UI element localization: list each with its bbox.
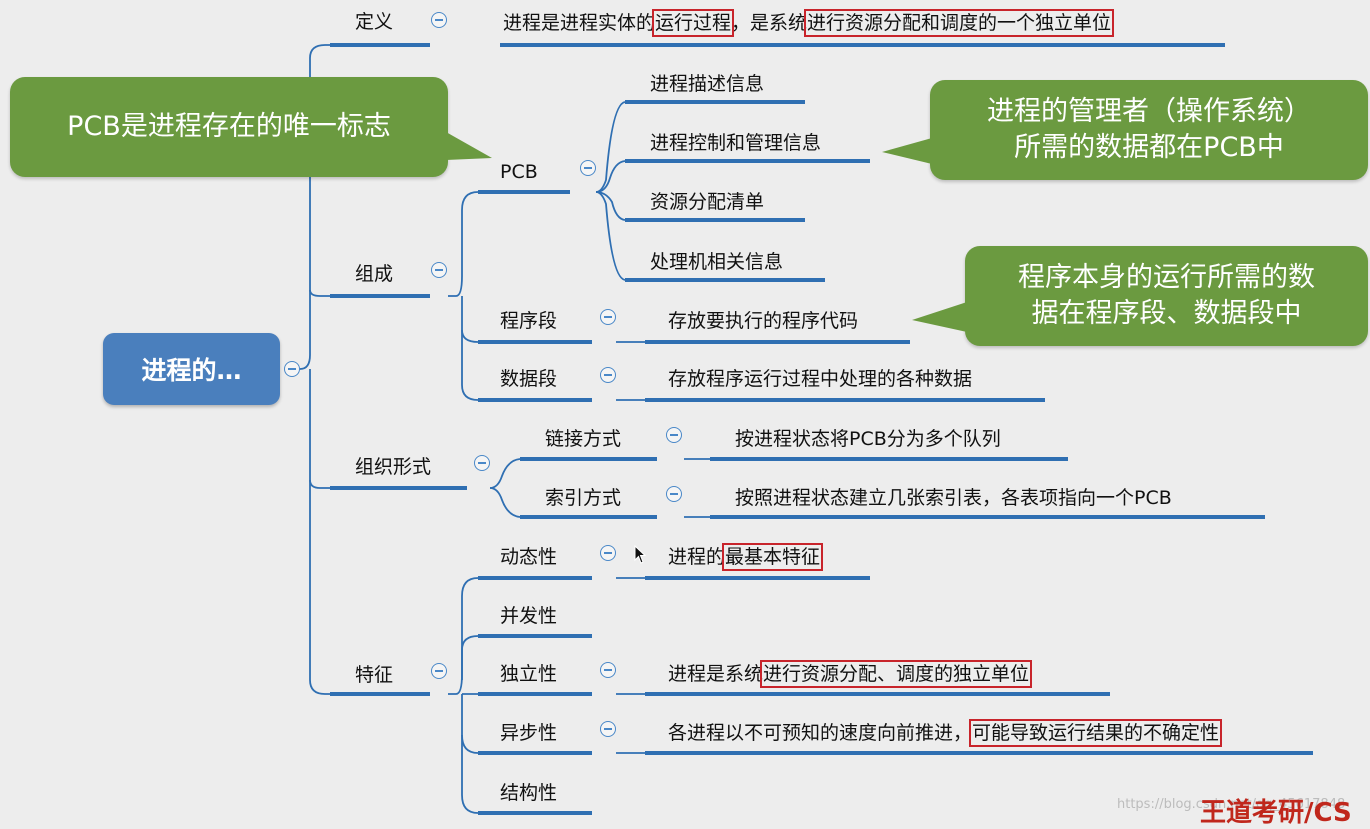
index-method-desc-underline [710,515,1265,519]
callout-program-data-pointer [912,302,967,332]
mouse-cursor-icon [634,545,647,564]
pcb-item-resource-list[interactable]: 资源分配清单 [650,191,765,213]
program-segment-desc[interactable]: 存放要执行的程序代码 [668,310,859,332]
node-composition[interactable]: 组成 [355,263,394,285]
callout-manager-data-line2: 所需的数据都在PCB中 [1014,132,1284,163]
composition-collapse-toggle[interactable] [431,262,447,278]
data-segment-collapse-toggle[interactable] [600,367,616,383]
pcb-item-control-info[interactable]: 进程控制和管理信息 [650,132,822,154]
link-method-desc[interactable]: 按进程状态将PCB分为多个队列 [735,428,1001,450]
definition-text-part1: 进程是进程实体的 [503,12,656,34]
node-composition-underline [330,294,430,298]
node-concurrent-underline [478,634,592,638]
watermark-url: https://blog.csdn.net/qq_45617848 [1117,797,1346,812]
dynamic-collapse-toggle[interactable] [600,545,616,561]
node-structural[interactable]: 结构性 [500,782,558,804]
node-asynchronous-underline [478,751,592,755]
node-organization[interactable]: 组织形式 [355,456,432,478]
link-method-collapse-toggle[interactable] [666,427,682,443]
definition-text-underline [500,43,1225,47]
callout-program-data-line1: 程序本身的运行所需的数 [1018,262,1315,293]
node-features-underline [330,692,430,696]
callout-pcb-unique-pointer [446,132,492,160]
node-features[interactable]: 特征 [355,664,394,686]
independent-desc[interactable]: 进程是系统进行资源分配、调度的独立单位 [668,660,1033,688]
pcb-item-underline [625,218,805,222]
pcb-collapse-toggle[interactable] [580,160,596,176]
features-collapse-toggle[interactable] [431,663,447,679]
node-index-method-underline [520,515,657,519]
definition-collapse-toggle[interactable] [431,12,447,28]
root-label: 进程的… [141,356,242,385]
independent-desc-text: 进程是系统 [668,663,764,685]
callout-pcb-unique-text: PCB是进程存在的唯一标志 [67,111,391,142]
callout-program-data-line2: 据在程序段、数据段中 [1031,298,1302,329]
dynamic-desc-underline [645,576,870,580]
callout-manager-data: 进程的管理者（操作系统） 所需的数据都在PCB中 [930,80,1368,180]
pcb-item-underline [625,159,870,163]
node-definition[interactable]: 定义 [355,11,394,33]
callout-pcb-unique-sign: PCB是进程存在的唯一标志 [10,77,448,177]
node-dynamic[interactable]: 动态性 [500,546,558,568]
organization-collapse-toggle[interactable] [474,455,490,471]
definition-highlight-running-process: 运行过程 [652,9,735,37]
node-program-segment-underline [478,340,592,344]
asynchronous-desc-underline [645,751,1313,755]
pcb-item-underline [625,100,805,104]
asynchronous-desc-highlight: 可能导致运行结果的不确定性 [969,719,1223,747]
node-pcb[interactable]: PCB [500,161,538,183]
node-program-segment[interactable]: 程序段 [500,310,558,332]
node-data-segment-underline [478,398,592,402]
callout-manager-data-line1: 进程的管理者（操作系统） [987,96,1311,127]
independent-desc-underline [645,692,1110,696]
asynchronous-desc-text: 各进程以不可预知的速度向前推进， [668,722,973,744]
pcb-item-underline [625,278,825,282]
link-method-desc-underline [710,457,1068,461]
root-node[interactable]: 进程的… [103,333,280,405]
data-segment-desc-underline [645,398,1045,402]
callout-manager-data-pointer [882,138,932,164]
pcb-item-processor-info[interactable]: 处理机相关信息 [650,251,784,273]
node-asynchronous[interactable]: 异步性 [500,722,558,744]
dynamic-desc-text: 进程的 [668,546,726,568]
independent-collapse-toggle[interactable] [600,662,616,678]
index-method-collapse-toggle[interactable] [666,486,682,502]
dynamic-desc-highlight: 最基本特征 [722,543,824,571]
data-segment-desc[interactable]: 存放程序运行过程中处理的各种数据 [668,368,973,390]
definition-text-part2: ，是系统 [731,12,808,34]
node-pcb-underline [478,190,570,194]
node-dynamic-underline [478,576,592,580]
program-segment-desc-underline [645,340,910,344]
node-definition-underline [330,43,430,47]
dynamic-desc[interactable]: 进程的最基本特征 [668,543,824,571]
node-structural-underline [478,811,592,815]
callout-program-data: 程序本身的运行所需的数 据在程序段、数据段中 [965,246,1368,346]
node-organization-underline [330,486,467,490]
node-data-segment[interactable]: 数据段 [500,368,558,390]
watermark-brand: 王道考研/CS [1200,798,1352,828]
root-collapse-toggle[interactable] [284,361,300,377]
node-independent[interactable]: 独立性 [500,663,558,685]
pcb-item-description-info[interactable]: 进程描述信息 [650,73,765,95]
definition-text[interactable]: 进程是进程实体的运行过程，是系统进行资源分配和调度的一个独立单位 [503,9,1115,37]
asynchronous-desc[interactable]: 各进程以不可预知的速度向前推进，可能导致运行结果的不确定性 [668,719,1223,747]
node-link-method[interactable]: 链接方式 [545,428,622,450]
node-index-method[interactable]: 索引方式 [545,487,622,509]
program-segment-collapse-toggle[interactable] [600,309,616,325]
independent-desc-highlight: 进行资源分配、调度的独立单位 [760,660,1033,688]
asynchronous-collapse-toggle[interactable] [600,721,616,737]
node-link-method-underline [520,457,657,461]
node-independent-underline [478,692,592,696]
node-concurrent[interactable]: 并发性 [500,605,558,627]
definition-highlight-resource-unit: 进行资源分配和调度的一个独立单位 [804,9,1115,37]
index-method-desc[interactable]: 按照进程状态建立几张索引表，各表项指向一个PCB [735,487,1172,509]
